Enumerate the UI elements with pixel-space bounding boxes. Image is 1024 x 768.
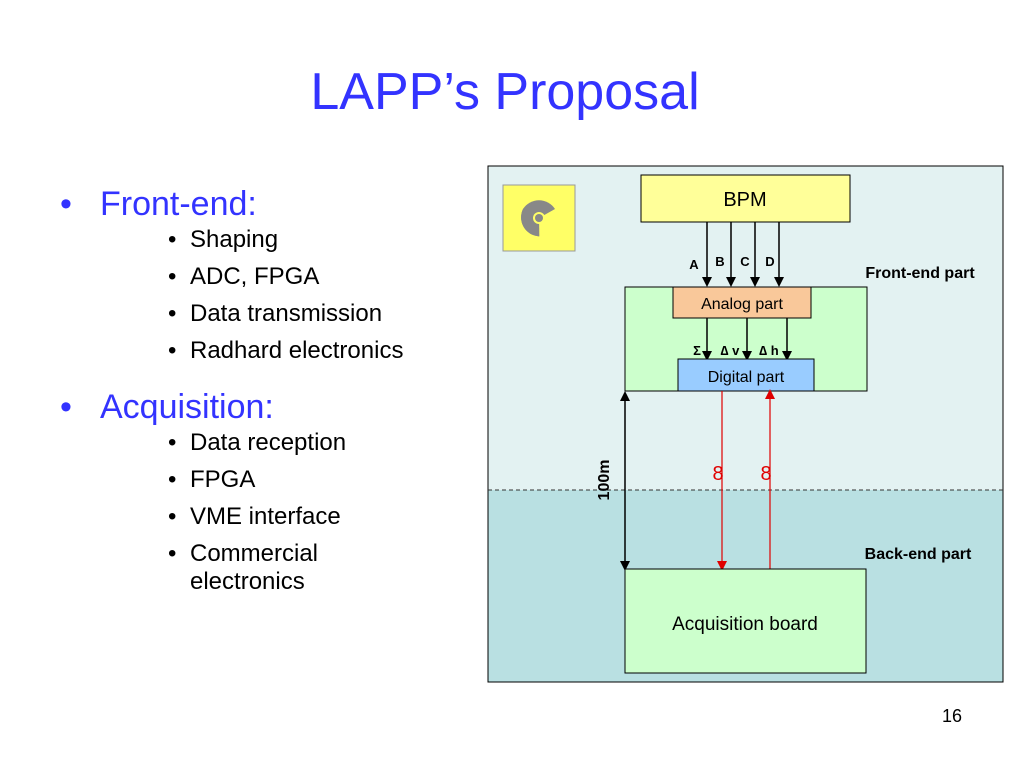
slide-title: LAPP’s Proposal	[310, 63, 700, 121]
frontend-part-label: Front-end part	[865, 265, 975, 282]
list-item: •Data transmission	[168, 300, 383, 327]
bpm-box	[640, 174, 851, 223]
signal-label: D	[765, 254, 774, 269]
signal-label: B	[715, 254, 724, 269]
signal-label: C	[740, 254, 750, 269]
analog-part-box	[672, 286, 812, 319]
fiber-symbol: 8	[712, 463, 723, 485]
backend-part-label: Back-end part	[865, 546, 972, 563]
bullet-list: • Front-end: •Shaping •ADC, FPGA •Data t…	[60, 184, 480, 610]
section-heading-label: Acquisition:	[100, 388, 274, 426]
radiation-icon	[502, 184, 576, 252]
derived-signal-label: ∆ v	[721, 343, 741, 358]
derived-signal-label: ∆ h	[759, 343, 779, 358]
digital-part-label: Digital part	[708, 369, 785, 386]
acquisition-board-label: Acquisition board	[672, 614, 818, 635]
bullet-dot: •	[60, 388, 72, 426]
list-item: •Data reception	[168, 429, 347, 456]
signal-label: A	[689, 257, 699, 272]
section-heading-acquisition: • Acquisition:	[60, 387, 480, 427]
acquisition-board-box	[624, 568, 867, 674]
frontend-items: •Shaping •ADC, FPGA •Data transmission •…	[168, 226, 480, 365]
section-heading-frontend: • Front-end:	[60, 184, 480, 224]
page-number: 16	[941, 706, 963, 726]
list-item: •VME interface	[168, 503, 341, 530]
distance-label: 100m	[596, 460, 613, 501]
section-heading-label: Front-end:	[100, 185, 257, 223]
derived-signal-label: Σ	[693, 343, 701, 358]
list-item: •ADC, FPGA	[168, 263, 320, 290]
list-item: •Radhard electronics	[168, 337, 404, 364]
diagram-frame	[487, 165, 1004, 683]
fiber-symbol: 8	[760, 463, 771, 485]
bullet-dot: •	[60, 185, 72, 223]
analog-part-label: Analog part	[701, 296, 783, 313]
list-item: •Shaping	[168, 226, 279, 253]
list-item: •Commercial electronics	[168, 540, 319, 595]
bpm-label: BPM	[723, 189, 766, 211]
digital-part-box	[677, 358, 815, 392]
acquisition-items: •Data reception •FPGA •VME interface •Co…	[168, 429, 480, 596]
list-item: •FPGA	[168, 466, 256, 493]
